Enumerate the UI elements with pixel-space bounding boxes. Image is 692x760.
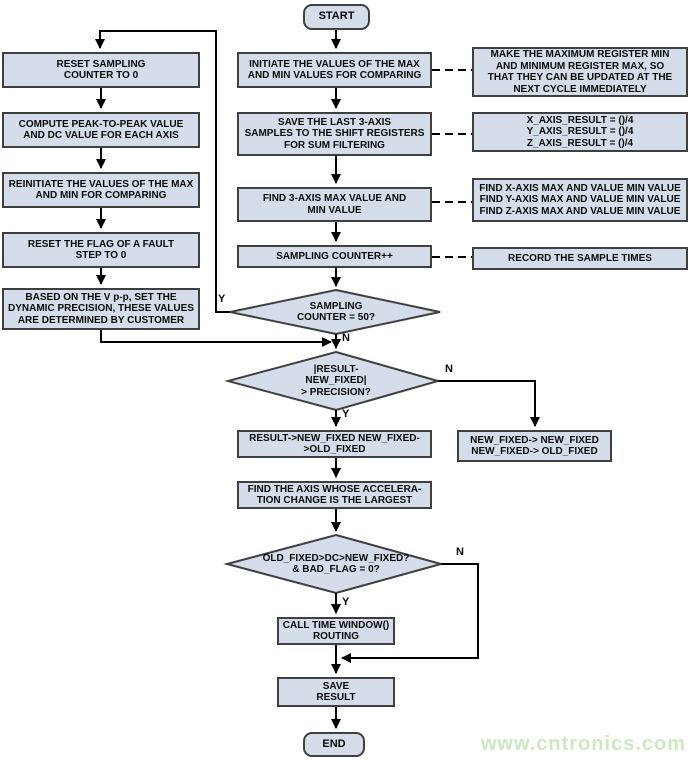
branch-label-d3-no: N — [456, 546, 464, 558]
dashed-connectors — [432, 69, 472, 258]
process-set-dynamic-precision: BASED ON THE V p-p, SET THE DYNAMIC PREC… — [2, 288, 200, 330]
process-reset-fault-flag: RESET THE FLAG OF A FAULT STEP TO 0 — [2, 232, 200, 268]
process-result-to-new-fixed: RESULT->NEW_FIXED NEW_FIXED- >OLD_FIXED — [237, 430, 432, 458]
process-save-last-3axis: SAVE THE LAST 3-AXIS SAMPLES TO THE SHIF… — [237, 112, 432, 156]
decision-old-fixed-dc-label: OLD_FIXED>DC>NEW_FIXED? & BAD_FLAG = 0? — [262, 552, 410, 576]
branch-label-d2-yes: Y — [342, 408, 350, 420]
process-reinitiate-max-min: REINITIATE THE VALUES OF THE MAX AND MIN… — [2, 172, 200, 208]
start-terminal: START — [303, 4, 370, 30]
branch-label-d1-no: N — [342, 332, 350, 344]
decision-result-precision-label: |RESULT- NEW_FIXED| > PRECISION? — [301, 363, 371, 398]
process-new-fixed-assign: NEW_FIXED-> NEW_FIXED NEW_FIXED-> OLD_FI… — [457, 430, 612, 462]
watermark: www.cntronics.com — [480, 733, 686, 755]
decision-diamonds — [223, 288, 445, 595]
note-find-xyz-max-min: FIND X-AXIS MAX AND VALUE MIN VALUE FIND… — [472, 178, 688, 222]
process-find-3axis-max-min: FIND 3-AXIS MAX VALUE AND MIN VALUE — [237, 187, 432, 222]
note-make-max-register-min: MAKE THE MAXIMUM REGISTER MIN AND MINIMU… — [472, 47, 688, 97]
process-reset-sampling-counter: RESET SAMPLING COUNTER TO 0 — [2, 52, 200, 88]
solid-arrows — [95, 30, 540, 729]
process-call-time-window: CALL TIME WINDOW() ROUTING — [277, 617, 395, 645]
process-initiate-max-min: INITIATE THE VALUES OF THE MAX AND MIN V… — [237, 52, 432, 88]
process-compute-peak-to-peak: COMPUTE PEAK-TO-PEAK VALUE AND DC VALUE … — [2, 112, 200, 148]
note-axis-result-formulas: X_AXIS_RESULT = ()/4 Y_AXIS_RESULT = ()/… — [472, 112, 688, 152]
end-terminal: END — [303, 732, 365, 757]
process-sampling-counter-inc: SAMPLING COUNTER++ — [237, 245, 432, 268]
decision-sampling-counter-label: SAMPLING COUNTER = 50? — [296, 300, 376, 324]
branch-label-d1-yes: Y — [218, 293, 226, 305]
branch-label-d3-yes: Y — [342, 596, 350, 608]
process-find-axis-largest-change: FIND THE AXIS WHOSE ACCELERA- TION CHANG… — [237, 481, 432, 509]
note-record-sample-times: RECORD THE SAMPLE TIMES — [472, 247, 688, 270]
process-save-result: SAVE RESULT — [277, 677, 395, 707]
branch-label-d2-no: N — [445, 363, 453, 375]
